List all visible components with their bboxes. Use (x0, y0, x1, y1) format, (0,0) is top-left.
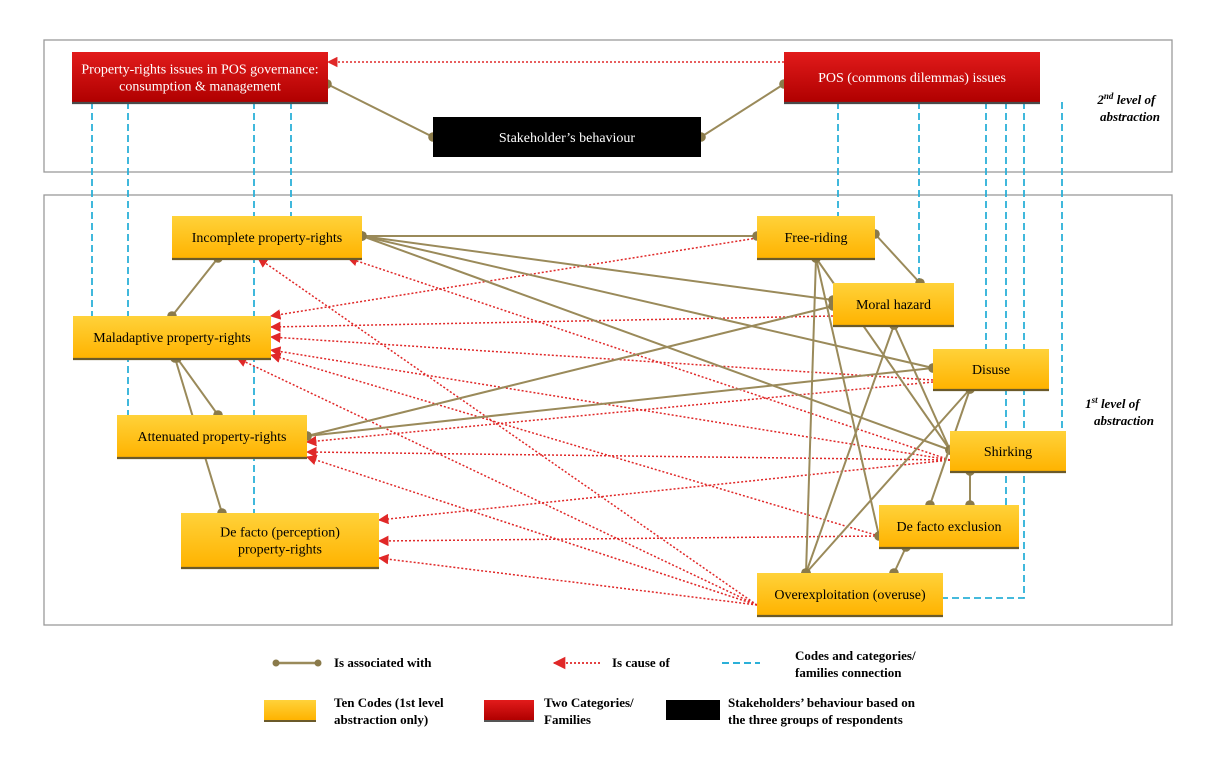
cause-arrow-overexp-to-attenuated (306, 454, 758, 606)
node-label: POS (commons dilemmas) issues (818, 71, 1006, 86)
node-box (172, 216, 362, 258)
legend-family-label: Two Categories/ Families (544, 695, 637, 727)
node-box (757, 216, 875, 258)
second-level-label: 2nd level of abstraction (1096, 91, 1160, 124)
node-label: Incomplete property-rights (192, 231, 342, 246)
association-stake-pos (696, 79, 789, 142)
diagram-nodes: Property-rights issues in POS governance… (72, 52, 1066, 618)
node-label: property-rights (238, 543, 322, 558)
node-label: De facto (perception) (220, 526, 340, 541)
node-box (950, 431, 1066, 471)
node-box (433, 117, 701, 157)
node-prop: Property-rights issues in POS governance… (72, 52, 328, 105)
cause-arrow-defacto_ex-to-maladaptive (269, 352, 880, 537)
node-label: Overexploitation (overuse) (774, 588, 926, 603)
node-label: consumption & management (119, 80, 281, 95)
legend-connection-label: Codes and categories/ families connectio… (795, 648, 919, 680)
node-defacto_ex: De facto exclusion (879, 505, 1019, 550)
first-level-frame (43, 194, 1173, 626)
node-label: Moral hazard (856, 298, 931, 313)
legend-association-dot (272, 659, 280, 667)
node-label: De facto exclusion (897, 520, 1002, 535)
node-box (784, 52, 1040, 102)
node-stake: Stakeholder’s behaviour (433, 117, 701, 157)
node-label: Shirking (984, 445, 1032, 460)
node-label: Property-rights issues in POS governance… (81, 63, 318, 78)
legend-family-swatch (484, 700, 534, 720)
node-box (181, 513, 379, 567)
legend-association-label: Is associated with (334, 655, 432, 670)
node-label: Stakeholder’s behaviour (499, 131, 636, 146)
node-label: Free-riding (785, 231, 848, 246)
legend-code-label: Ten Codes (1st level abstraction only) (334, 695, 447, 727)
cause-arrow-defacto_ex-to-defacto_pr (377, 535, 880, 547)
node-shirking: Shirking (950, 431, 1066, 474)
connection-line (943, 102, 1025, 599)
node-box (72, 52, 328, 102)
node-box (833, 283, 954, 325)
cause-arrow-shirking-to-attenuated (305, 446, 951, 461)
node-label: Maladaptive property-rights (93, 331, 250, 346)
node-overexp: Overexploitation (overuse) (757, 573, 943, 618)
association-lines (167, 79, 975, 578)
node-free: Free-riding (757, 216, 875, 261)
node-box (933, 349, 1049, 389)
legend-cause-label: Is cause of (612, 655, 670, 670)
cause-arrow-shirking-to-maladaptive (269, 346, 951, 461)
cause-arrow-overexp-to-incomplete (257, 257, 758, 606)
node-disuse: Disuse (933, 349, 1049, 392)
association-disuse-overexp (801, 384, 975, 578)
association-defacto_ex-overexp (889, 542, 911, 578)
association-free-overexp (801, 253, 821, 578)
association-free-moral (870, 229, 925, 288)
legend-stakeholder-label: Stakeholders’ behaviour based on the thr… (728, 695, 918, 727)
association-attenuated-disuse (302, 363, 938, 441)
node-incomplete: Incomplete property-rights (172, 216, 362, 261)
legend-stakeholder-swatch (666, 700, 720, 720)
first-level-label: 1st level of abstraction (1085, 395, 1154, 428)
cause-arrow-overexp-to-defacto_pr (377, 553, 758, 606)
cause-arrow-disuse-to-maladaptive (269, 332, 934, 381)
node-box (117, 415, 307, 457)
node-moral: Moral hazard (833, 283, 954, 328)
node-box (73, 316, 271, 358)
node-label: Attenuated property-rights (138, 430, 287, 445)
association-incomplete-maladaptive (167, 253, 223, 321)
legend: Is associated with Is cause of Codes and… (264, 648, 919, 727)
node-maladaptive: Maladaptive property-rights (73, 316, 271, 361)
association-stake-prop (322, 79, 438, 142)
node-box (879, 505, 1019, 547)
node-box (757, 573, 943, 615)
node-pos: POS (commons dilemmas) issues (784, 52, 1040, 105)
second-level-frame (43, 39, 1173, 173)
node-attenuated: Attenuated property-rights (117, 415, 307, 460)
node-defacto_pr: De facto (perception) property-rights (181, 513, 379, 570)
legend-code-swatch (264, 700, 316, 720)
node-label: Disuse (972, 363, 1010, 378)
legend-association-dot (314, 659, 322, 667)
